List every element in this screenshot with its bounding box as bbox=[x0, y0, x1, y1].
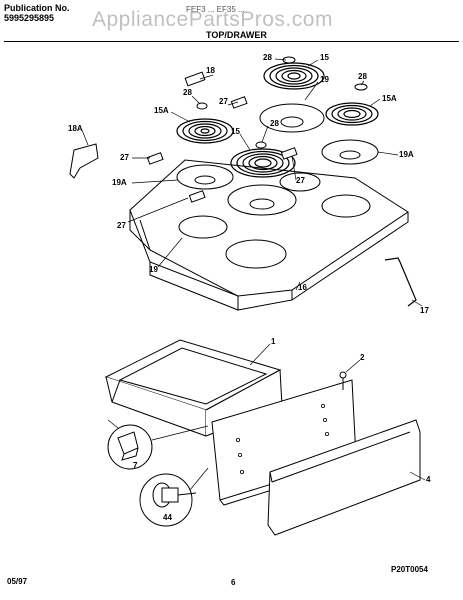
drawer-callout-circles bbox=[107, 424, 193, 527]
callout-19a-left: 19A bbox=[112, 178, 127, 187]
callout-18: 18 bbox=[206, 66, 215, 75]
callout-7: 7 bbox=[133, 461, 138, 470]
drawer-panel-holes bbox=[235, 403, 329, 474]
callout-28-right: 28 bbox=[358, 72, 367, 81]
publication-label: Publication No. bbox=[4, 3, 70, 13]
figure-code: P20T0054 bbox=[391, 565, 428, 574]
screw-2 bbox=[339, 371, 347, 390]
callout-27-a: 27 bbox=[219, 97, 228, 106]
callout-27-d: 27 bbox=[117, 221, 126, 230]
callout-16: 16 bbox=[298, 283, 307, 292]
cooktop-openings bbox=[178, 172, 371, 269]
callout-19-top: 19 bbox=[320, 75, 329, 84]
callout-15a-right: 15A bbox=[382, 94, 397, 103]
drawer-roller-44 bbox=[152, 482, 197, 508]
publication-number: 5995295895 bbox=[4, 13, 55, 23]
terminal-blocks bbox=[146, 71, 298, 203]
leader-lines-top bbox=[81, 58, 423, 307]
surface-elements bbox=[176, 62, 379, 178]
callout-1: 1 bbox=[271, 337, 276, 346]
callout-27-c: 27 bbox=[296, 176, 305, 185]
callout-44: 44 bbox=[163, 513, 172, 522]
callout-2: 2 bbox=[360, 353, 365, 362]
drawer-handle-panel bbox=[267, 419, 421, 536]
callout-4: 4 bbox=[426, 475, 431, 484]
model-number: FEF3 ... EF35 ... bbox=[186, 5, 245, 14]
drawer-glide-7 bbox=[117, 431, 139, 461]
cooktop-surface bbox=[129, 159, 409, 311]
callout-15a-left: 15A bbox=[154, 106, 169, 115]
callout-28-top: 28 bbox=[263, 53, 272, 62]
footer-date: 05/97 bbox=[7, 577, 28, 586]
support-rod-17 bbox=[384, 257, 417, 307]
bracket-18a bbox=[69, 143, 99, 179]
leader-lines-bottom bbox=[107, 343, 426, 491]
callout-17: 17 bbox=[420, 306, 429, 315]
section-title: TOP/DRAWER bbox=[206, 30, 267, 40]
callout-28-mid: 28 bbox=[270, 119, 279, 128]
watermark: AppliancePartsPros.com bbox=[92, 8, 333, 31]
callout-15-mid: 15 bbox=[231, 127, 240, 136]
callout-28-left: 28 bbox=[183, 88, 192, 97]
page-number: 6 bbox=[231, 578, 236, 587]
callout-19a-right: 19A bbox=[399, 150, 414, 159]
callout-27-b: 27 bbox=[120, 153, 129, 162]
callout-19-bottom: 19 bbox=[149, 265, 158, 274]
callout-15-top: 15 bbox=[320, 53, 329, 62]
header-rule bbox=[4, 41, 459, 42]
callout-18a: 18A bbox=[68, 124, 83, 133]
clips bbox=[196, 56, 368, 149]
drip-bowls bbox=[176, 103, 379, 216]
